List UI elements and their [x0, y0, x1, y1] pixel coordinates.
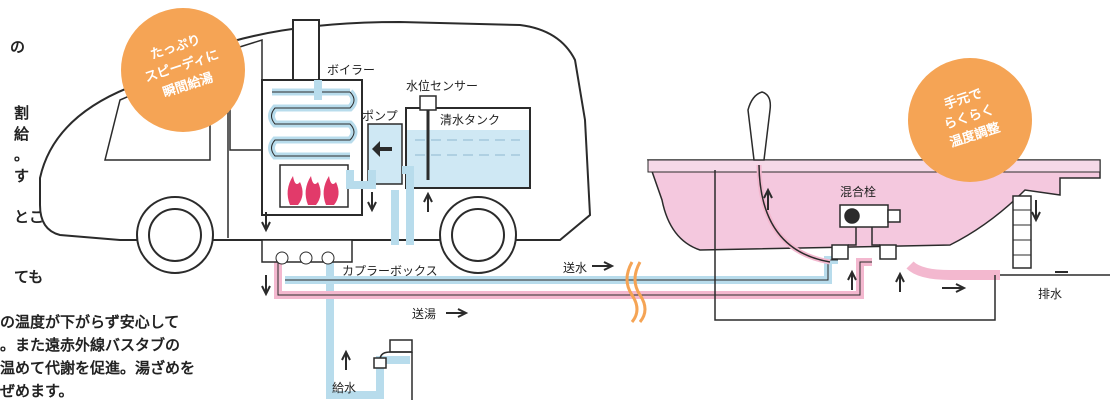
arrow-up-icon: [895, 271, 905, 292]
badge-easy-temperature: 手元で らくらく 温度調整: [908, 58, 1032, 182]
hot-water-pipes: [274, 255, 872, 299]
boiler-label: ボイラー: [327, 63, 375, 77]
pipe-break-mark: [625, 261, 639, 323]
supply-faucet: [373, 339, 413, 400]
arrow-down-icon: [1031, 200, 1041, 223]
left-text-fragment: 割: [14, 104, 29, 122]
left-text-fragment: す: [14, 167, 29, 185]
pump-label: ポンプ: [362, 109, 398, 123]
cold-water-pipes: [285, 80, 838, 399]
arrow-up-icon: [763, 187, 773, 210]
arrow-left-icon: [372, 141, 392, 157]
left-text-fragment: ても: [14, 268, 43, 286]
left-text-line: 。また遠赤外線バスタブの: [0, 336, 180, 354]
left-text-line: の温度が下がらず安心して: [0, 313, 179, 331]
water-send-label: 送水: [563, 260, 587, 275]
water-supply-label: 給水: [332, 381, 356, 395]
fresh-water-tank-label: 清水タンク: [440, 113, 500, 127]
left-text-fragment: 。: [14, 146, 29, 164]
camper-van: [39, 20, 592, 274]
badge-instant-hot-water: たっぷり スピーディに 瞬間給湯: [121, 8, 245, 132]
shower: [747, 91, 831, 265]
arrow-down-icon: [367, 192, 377, 213]
left-text-fragment-top: の: [10, 38, 25, 56]
arrow-up-icon: [341, 349, 351, 370]
water-level-sensor-label: 水位センサー: [406, 78, 478, 93]
arrow-right-icon: [446, 308, 469, 318]
coupler-box-label: カプラーボックス: [342, 264, 438, 278]
flame-icon: [287, 176, 303, 205]
flame-icon: [305, 176, 321, 205]
mixing-faucet: [831, 204, 901, 260]
boiler: [261, 19, 363, 216]
arrow-up-icon: [847, 269, 857, 290]
mixing-faucet-label: 混合栓: [840, 184, 876, 199]
left-text-fragment: とこ: [14, 208, 44, 226]
drain-label: 排水: [1038, 287, 1062, 301]
arrow-down-icon: [261, 275, 271, 297]
left-text-line: ぜめます。: [0, 382, 74, 400]
left-text-line: 温めて代謝を促進。湯ざめを: [0, 359, 195, 377]
hot-send-label: 送湯: [412, 306, 436, 321]
coupler-box: [261, 239, 353, 265]
arrow-right-icon: [592, 261, 615, 271]
flame-icon: [323, 176, 339, 205]
arrow-right-icon: [942, 283, 967, 293]
left-text-fragment: 給: [14, 125, 30, 143]
fresh-water-tank: [405, 95, 531, 189]
arrow-up-icon: [423, 191, 433, 212]
pipe-break-mark: [633, 261, 647, 323]
arrow-down-icon: [261, 212, 271, 233]
